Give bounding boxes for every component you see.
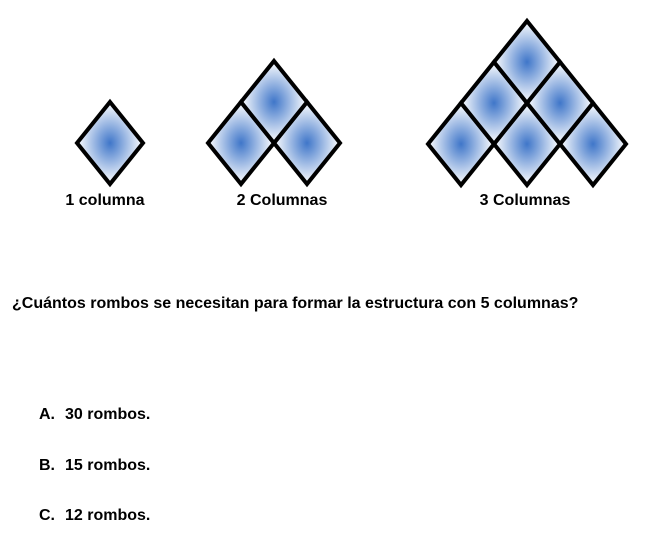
figure-2-label: 2 Columnas bbox=[236, 192, 328, 209]
option-b-letter: B. bbox=[39, 457, 55, 474]
rhombus bbox=[491, 17, 563, 107]
figure-1-column bbox=[74, 98, 146, 188]
figure-3-columns bbox=[425, 17, 629, 189]
question-text: ¿Cuántos rombos se necesitan para formar… bbox=[12, 295, 579, 312]
figure-3-label: 3 Columnas bbox=[479, 192, 571, 209]
rhombus-pattern-figure bbox=[74, 17, 629, 189]
option-c-letter: C. bbox=[39, 507, 55, 524]
figure-1-label: 1 columna bbox=[65, 192, 145, 209]
option-a[interactable]: A. 30 rombos. bbox=[39, 406, 150, 424]
rhombus bbox=[74, 98, 146, 188]
option-b[interactable]: B. 15 rombos. bbox=[39, 457, 150, 475]
option-a-letter: A. bbox=[39, 406, 55, 423]
figure-2-columns bbox=[205, 57, 343, 188]
option-c[interactable]: C. 12 rombos. bbox=[39, 507, 150, 525]
rhombus bbox=[238, 57, 310, 147]
option-b-text: 15 rombos. bbox=[65, 457, 151, 474]
option-c-text: 12 rombos. bbox=[65, 507, 151, 524]
option-a-text: 30 rombos. bbox=[65, 406, 151, 423]
